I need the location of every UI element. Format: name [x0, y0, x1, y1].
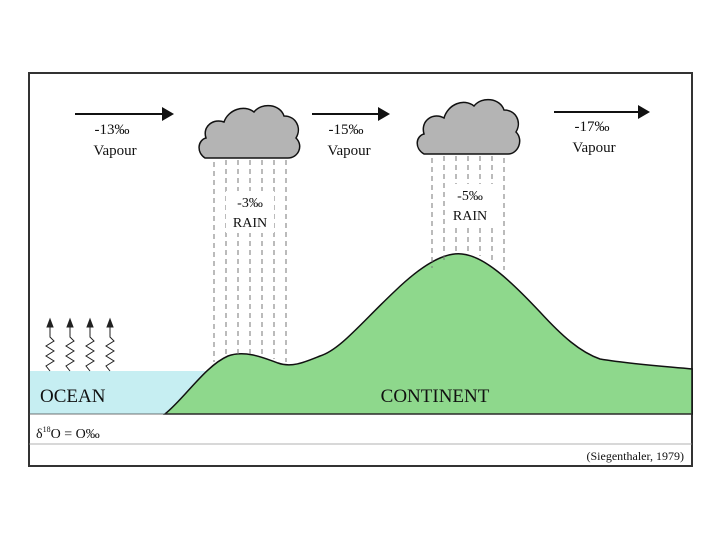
delta-superscript: 18	[43, 425, 51, 434]
rain-value-1: -3‰	[237, 196, 263, 211]
vapour-label-1: Vapour	[93, 143, 136, 159]
vapour-value-2: -15‰	[329, 122, 364, 138]
rain-label-1: RAIN	[233, 216, 267, 231]
vapour-value-3: -17‰	[575, 119, 610, 135]
rain-label-2: RAIN	[453, 209, 487, 224]
citation: (Siegenthaler, 1979)	[587, 449, 685, 463]
delta-rest: O = O‰	[51, 427, 100, 442]
vapour-label-3: Vapour	[572, 140, 615, 156]
continent-label: CONTINENT	[381, 386, 490, 407]
vapour-value-1: -13‰	[95, 122, 130, 138]
rain-value-2: -5‰	[457, 189, 483, 204]
vapour-label-2: Vapour	[327, 143, 370, 159]
ocean-label: OCEAN	[40, 386, 106, 407]
